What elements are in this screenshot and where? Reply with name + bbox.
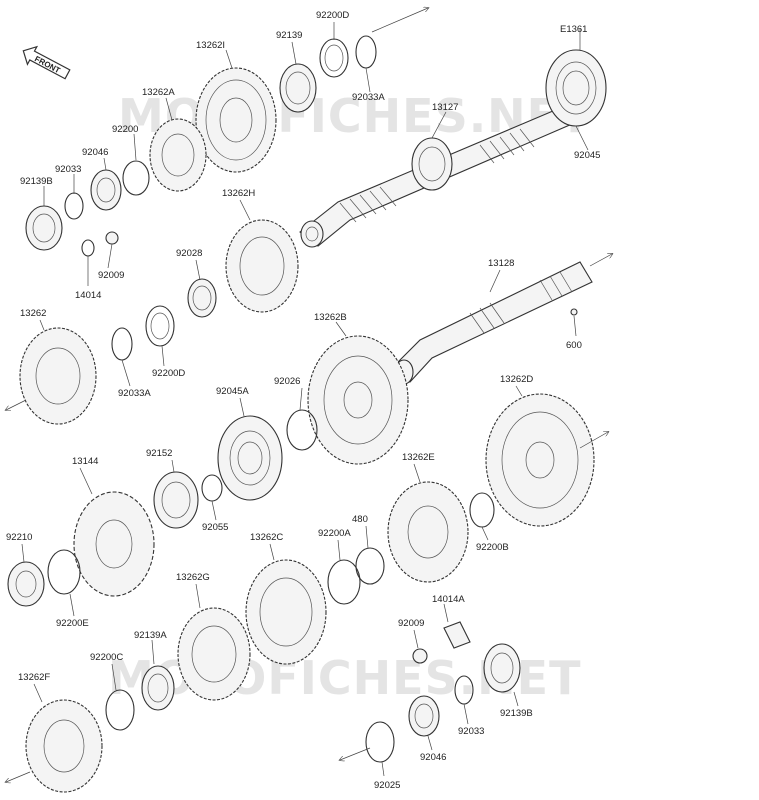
circlip-92033-top	[64, 192, 84, 220]
bolt-92009-bottom	[412, 648, 428, 664]
label-92200C: 92200C	[90, 652, 123, 663]
pin-600	[570, 308, 578, 316]
label-92200E: 92200E	[56, 618, 89, 629]
label-92026: 92026	[274, 376, 300, 387]
label-92200D-mid: 92200D	[152, 368, 185, 379]
label-13262I: 13262I	[196, 40, 225, 51]
needle-bearing-92139A	[141, 665, 175, 711]
label-13262F: 13262F	[18, 672, 50, 683]
washer-92200-top	[122, 160, 150, 196]
washer-92200A	[327, 559, 361, 605]
washer-92026	[286, 409, 318, 451]
washer-92200E	[47, 549, 81, 595]
label-92200B: 92200B	[476, 542, 509, 553]
washer-14014	[81, 239, 95, 257]
gear-13262E	[387, 481, 469, 583]
label-92009-top: 92009	[98, 270, 124, 281]
gear-13262G	[177, 607, 251, 701]
washer-92200C	[105, 689, 135, 731]
label-92033-top: 92033	[55, 164, 81, 175]
figure-code: E1361	[560, 24, 587, 35]
part-labels: 92200D 92139 13262I 92033A 13262A 92200 …	[6, 10, 600, 791]
label-13262G: 13262G	[176, 572, 210, 583]
gear-13262B	[307, 335, 409, 465]
gear-13262	[19, 327, 97, 425]
label-92139A: 92139A	[134, 630, 167, 641]
label-92033-bottom: 92033	[458, 726, 484, 737]
drive-shaft-13128	[394, 261, 593, 385]
gear-13262D	[485, 393, 595, 527]
label-13128: 13128	[488, 258, 514, 269]
label-14014A: 14014A	[432, 594, 465, 605]
label-13262: 13262	[20, 308, 46, 319]
oring-92055	[201, 474, 223, 502]
label-92210: 92210	[6, 532, 32, 543]
label-13127: 13127	[432, 102, 458, 113]
nut-92210	[7, 561, 45, 607]
label-92045A: 92045A	[216, 386, 249, 397]
label-92033A-mid: 92033A	[118, 388, 151, 399]
gear-13262F	[25, 699, 103, 793]
label-14014: 14014	[75, 290, 101, 301]
needle-bearing-92139	[279, 63, 317, 113]
needle-bearing-92046-top	[90, 169, 122, 211]
washer-92200D-top	[319, 38, 349, 78]
collar-92139B-top	[25, 205, 63, 251]
label-13262E: 13262E	[402, 452, 435, 463]
label-13144: 13144	[72, 456, 98, 467]
label-92200D-top: 92200D	[316, 10, 349, 21]
label-480: 480	[352, 514, 368, 525]
washer-92200B	[469, 492, 495, 528]
needle-bearing-92046-bottom	[408, 695, 440, 737]
washer-480	[355, 547, 385, 585]
gear-13262C	[245, 559, 327, 665]
label-13262B: 13262B	[314, 312, 347, 323]
label-92200A: 92200A	[318, 528, 351, 539]
label-92152: 92152	[146, 448, 172, 459]
bolt-92009-top	[105, 231, 119, 245]
label-13262H: 13262H	[222, 188, 255, 199]
collar-92152	[153, 471, 199, 529]
label-13262C: 13262C	[250, 532, 283, 543]
label-92200-top: 92200	[112, 124, 138, 135]
gear-13262H	[225, 219, 299, 313]
washer-92200D-mid	[145, 305, 175, 347]
bearing-92045A	[217, 415, 283, 501]
label-92139: 92139	[276, 30, 302, 41]
label-92028: 92028	[176, 248, 202, 259]
label-92025: 92025	[374, 780, 400, 791]
label-13262A: 13262A	[142, 87, 175, 98]
washer-92025	[365, 721, 395, 763]
gear-13262I	[195, 67, 277, 173]
front-direction-badge: FRONT	[22, 45, 71, 80]
leader-lines	[21, 22, 589, 777]
label-92046-bottom: 92046	[420, 752, 446, 763]
label-92045: 92045	[574, 150, 600, 161]
label-92033A-top: 92033A	[352, 92, 385, 103]
gear-13262A	[149, 118, 207, 192]
sprocket-13144	[73, 491, 155, 597]
circlip-92033A-mid	[111, 327, 133, 361]
label-13262D: 13262D	[500, 374, 533, 385]
bearing-92045	[545, 49, 607, 127]
collar-92139B-bottom	[483, 643, 521, 693]
label-92046-top: 92046	[82, 147, 108, 158]
label-600: 600	[566, 340, 582, 351]
axis-arrows	[6, 8, 612, 782]
circlip-92033A-top	[355, 35, 377, 69]
label-92009-bottom: 92009	[398, 618, 424, 629]
label-92139B-top: 92139B	[20, 176, 53, 187]
plate-14014A	[443, 621, 471, 649]
label-92139B-bottom: 92139B	[500, 708, 533, 719]
label-92055: 92055	[202, 522, 228, 533]
bushing-92028	[187, 278, 217, 318]
